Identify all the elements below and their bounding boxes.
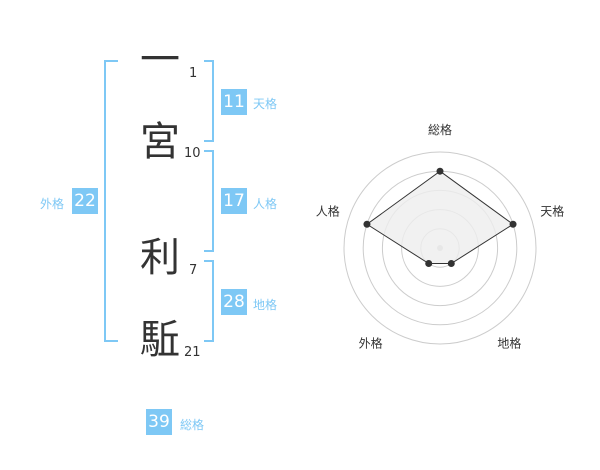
stroke-count-2: 10 — [184, 146, 201, 161]
stroke-count-1: 1 — [189, 66, 198, 81]
radar-ring — [343, 151, 537, 345]
jinkaku-bracket — [204, 150, 214, 252]
radar-axis-label: 地格 — [497, 335, 521, 350]
name-char-2: 宮 — [140, 119, 180, 165]
name-char-4: 駈 — [140, 317, 180, 363]
soukaku-value: 39 — [146, 409, 172, 435]
stroke-count-3: 7 — [189, 263, 198, 278]
radar-axis-label: 人格 — [316, 204, 340, 219]
radar-point — [509, 220, 517, 228]
radar-point — [436, 167, 444, 175]
radar-point — [447, 260, 455, 268]
radar-point — [363, 220, 371, 228]
gaikaku-bracket — [104, 60, 118, 342]
jinkaku-value: 17 — [221, 188, 247, 214]
name-char-3: 利 — [140, 235, 180, 281]
stroke-count-4: 21 — [184, 345, 201, 360]
radar-axis-label: 総格 — [428, 122, 452, 137]
tenkaku-value: 11 — [221, 89, 247, 115]
soukaku-label: 総格 — [180, 418, 205, 432]
chikaku-label: 地格 — [253, 298, 278, 312]
radar-point — [425, 260, 433, 268]
chikaku-value: 28 — [221, 289, 247, 315]
chikaku-bracket — [204, 260, 214, 342]
radar-polygon — [366, 170, 514, 265]
jinkaku-label: 人格 — [253, 197, 278, 211]
name-char-1: 一 — [140, 37, 180, 83]
radar-axis-label: 天格 — [540, 204, 564, 219]
gaikaku-label: 外格 — [40, 197, 65, 211]
tenkaku-label: 天格 — [253, 97, 278, 111]
tenkaku-bracket — [204, 60, 214, 142]
radar-axis-label: 外格 — [359, 335, 383, 350]
gaikaku-value: 22 — [72, 188, 98, 214]
